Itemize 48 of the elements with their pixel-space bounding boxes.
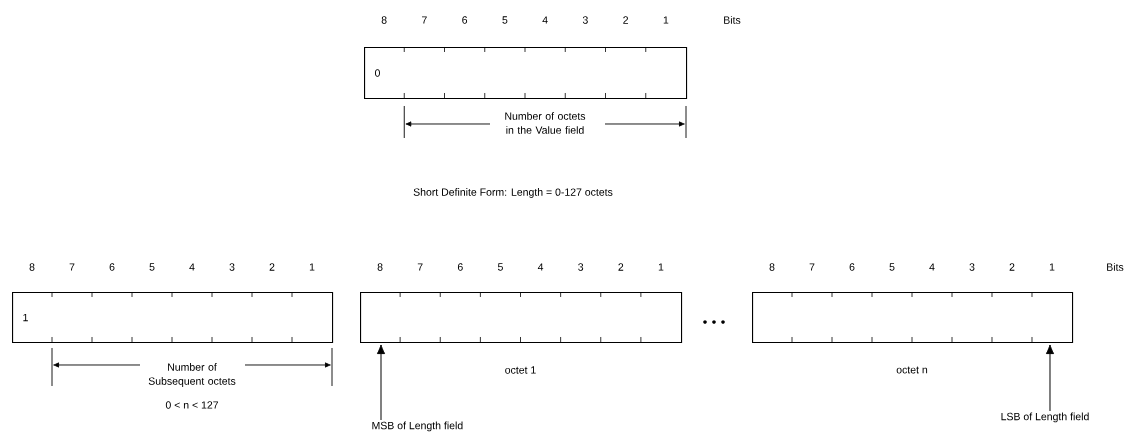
box-caption: octet 1: [505, 366, 536, 374]
bit-number: 5: [887, 261, 897, 273]
bit-number: 3: [580, 14, 591, 26]
bit-number: 1: [656, 261, 666, 273]
bit-number: 3: [575, 261, 586, 273]
bit-field-box: 1: [12, 291, 334, 344]
bits-label: Bits: [721, 14, 743, 26]
bit-number: 6: [459, 14, 470, 26]
bit-number: 3: [227, 261, 237, 273]
bit-number: 4: [187, 261, 197, 273]
bit-field-box: [360, 291, 683, 344]
dimension-text: Number of octets in the Value field: [499, 110, 591, 136]
bit-field-box: 0: [364, 46, 688, 100]
arrow: [376, 344, 386, 421]
pointer-label: LSB of Length field: [1001, 412, 1089, 423]
bit-number: 8: [767, 261, 777, 273]
bit-number: 4: [927, 261, 937, 273]
bit-number: 8: [379, 14, 390, 26]
bit-number: 1: [307, 261, 317, 273]
bit-number: 2: [615, 261, 626, 273]
bit-number: 5: [147, 261, 157, 273]
bit-number: 4: [540, 14, 551, 26]
bit-number: 1: [660, 14, 671, 26]
bit-number: 2: [620, 14, 631, 26]
bit-number: 6: [847, 261, 857, 273]
bit-number: 2: [1007, 261, 1017, 273]
bit-number: 8: [27, 261, 37, 273]
bit-number: 7: [419, 14, 430, 26]
bit-number: 7: [415, 261, 426, 273]
bit-number: 2: [267, 261, 277, 273]
bit-field-box: [752, 291, 1074, 344]
bit-number: 3: [967, 261, 977, 273]
bit-number: 4: [535, 261, 546, 273]
bit-number: 1: [1047, 261, 1057, 273]
bit-number: 8: [375, 261, 385, 273]
bit-number: 6: [107, 261, 117, 273]
arrow: [1045, 344, 1055, 412]
bit-number: 5: [499, 14, 510, 26]
bit-number: 7: [67, 261, 77, 273]
dimension-text: 0 < n < 127: [163, 399, 221, 411]
bit-number: 7: [807, 261, 817, 273]
bits-label: Bits: [1104, 261, 1126, 273]
box-caption: octet n: [896, 366, 928, 374]
dimension-text: Number of Subsequent octets: [144, 361, 240, 389]
pointer-label: MSB of Length field: [372, 421, 463, 432]
caption: Short Definite Form: Length = 0-127 octets: [413, 188, 613, 198]
bit-number: 5: [495, 261, 506, 273]
bit-number: 6: [455, 261, 466, 273]
